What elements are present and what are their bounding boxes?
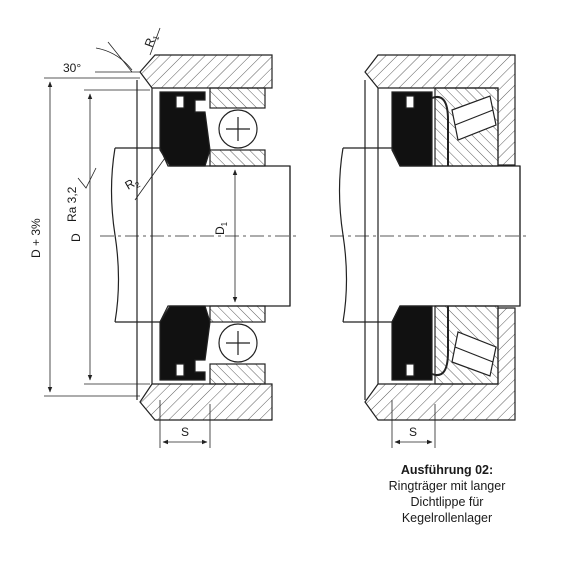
r2-label: R2: [123, 174, 143, 195]
s-label-right: S: [409, 425, 417, 439]
left-section-view: [44, 27, 300, 448]
roughness-label: Ra 3,2: [65, 186, 79, 222]
right-section-view: [330, 54, 530, 448]
seal-top-left: [159, 91, 211, 167]
r1-label: R1: [142, 31, 162, 49]
shaft-left: [115, 147, 291, 323]
caption-line-1: Ringträger mit langer: [388, 479, 506, 493]
housing-top-left: [139, 54, 273, 89]
d1-label: D1: [213, 221, 229, 235]
d-label: D: [69, 233, 83, 242]
seal-bottom-left: [159, 305, 211, 381]
caption-title: Ausführung 02:: [400, 463, 494, 477]
s-label-left: S: [181, 425, 189, 439]
housing-bottom-right: [364, 307, 516, 421]
bearing-outer-ring-bottom: [209, 363, 266, 385]
caption: Ausführung 02: Ringträger mit langer Dic…: [352, 462, 542, 526]
housing-top-right: [364, 54, 516, 166]
caption-line-3: Kegelrollenlager: [401, 511, 493, 525]
bearing-inner-ring-top: [209, 149, 266, 167]
bearing-inner-ring-bottom: [209, 305, 266, 323]
shaft-right: [343, 147, 521, 323]
caption-line-2: Dichtlippe für: [410, 495, 484, 509]
bearing-outer-ring-top: [209, 87, 266, 109]
angle-label: 30°: [63, 61, 81, 75]
d-tolerance-label: D + 3%: [29, 218, 43, 258]
